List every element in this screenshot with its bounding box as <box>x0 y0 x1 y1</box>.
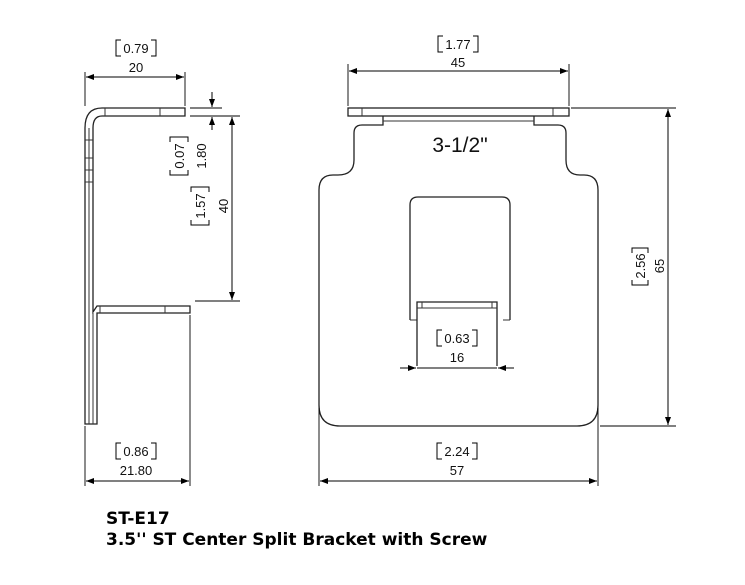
front-tab-width-inch: 0.63 <box>444 331 469 346</box>
drawing-caption: ST-E17 3.5'' ST Center Split Bracket wit… <box>106 509 487 551</box>
front-tab-window <box>409 196 511 320</box>
side-bottom-width-mm: 21.80 <box>120 463 153 478</box>
front-tab <box>416 301 498 366</box>
side-slot-height-dimension: 1.57 40 <box>190 115 240 302</box>
front-view: 3-1/2" 1.77 45 2.56 65 <box>318 35 676 486</box>
part-number: ST-E17 <box>106 509 170 529</box>
side-bottom-width-inch: 0.86 <box>123 444 148 459</box>
front-tab-width-dimension: 0.63 16 <box>400 329 514 371</box>
side-slot-height-mm: 40 <box>216 199 231 213</box>
side-top-width-inch: 0.79 <box>123 41 148 56</box>
side-top-width-dimension: 0.79 20 <box>84 39 186 106</box>
front-tab-width-mm: 16 <box>450 350 464 365</box>
front-top-flange <box>347 107 570 117</box>
side-bottom-width-dimension: 0.86 21.80 <box>84 315 191 486</box>
front-top-width-dimension: 1.77 45 <box>347 35 570 106</box>
side-top-width-mm: 20 <box>129 60 143 75</box>
front-height-inch: 2.56 <box>633 253 648 278</box>
part-description: 3.5'' ST Center Split Bracket with Screw <box>106 530 488 550</box>
side-view-plate <box>84 107 191 425</box>
front-top-width-inch: 1.77 <box>445 37 470 52</box>
front-body-outline <box>318 116 599 427</box>
side-thickness-dimension: 0.07 1.80 <box>169 92 222 176</box>
front-height-mm: 65 <box>652 259 667 273</box>
side-view: 0.79 20 0.07 1.80 1.57 40 <box>84 39 240 486</box>
front-height-dimension: 2.56 65 <box>571 107 676 427</box>
side-slot-height-inch: 1.57 <box>193 193 208 218</box>
front-overall-width-dimension: 2.24 57 <box>318 408 599 486</box>
front-size-stamp: 3-1/2" <box>432 134 487 157</box>
front-overall-width-mm: 57 <box>450 463 464 478</box>
side-thickness-mm: 1.80 <box>194 143 209 168</box>
side-thickness-inch: 0.07 <box>172 143 187 168</box>
front-top-width-mm: 45 <box>451 55 465 70</box>
front-overall-width-inch: 2.24 <box>444 444 469 459</box>
